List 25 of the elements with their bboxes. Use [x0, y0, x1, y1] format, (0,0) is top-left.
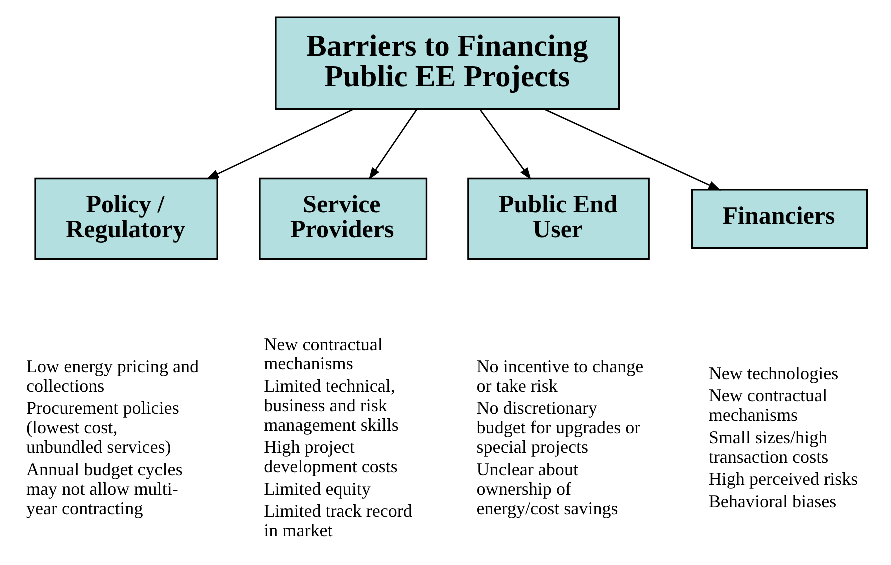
node-box: Public End User [468, 177, 650, 260]
arrow [206, 108, 354, 180]
arrow [368, 108, 418, 180]
arrow [479, 108, 532, 180]
node-label: New contractual mechanisms [708, 385, 828, 425]
node-box: Policy / Regulatory [34, 177, 218, 260]
node-label: Limited track record in market [264, 500, 412, 540]
node-label: New contractual mechanisms [264, 334, 383, 374]
arrow [544, 108, 722, 190]
node-label: Small sizes/high transaction costs [708, 426, 829, 466]
node-label: High perceived risks [708, 468, 858, 489]
node-label: Limited technical, business and risk management skills [264, 375, 399, 434]
node-label: New technologies [708, 362, 839, 383]
node-label: Annual budget cycles may not allow multi-year contracting [26, 458, 183, 518]
node-label: Low energy pricing and collections [26, 356, 200, 396]
node-box: Barriers to Financing Public EE Projects [275, 16, 620, 110]
node-label: High project development costs [264, 436, 398, 476]
node-label: Limited equity [264, 478, 371, 498]
node-box: Service Providers [259, 177, 428, 260]
node-label: No discretionary budget for upgrades or special projects [476, 398, 641, 457]
node-label: Behavioral biases [708, 490, 837, 511]
node-box: Financiers [691, 188, 868, 249]
node-label: Unclear about ownership of energy/cost savings [476, 458, 618, 518]
node-label: No incentive to change or take risk [476, 356, 644, 396]
node-label: Procurement policies (lowest cost, unbundled services) [26, 398, 180, 457]
